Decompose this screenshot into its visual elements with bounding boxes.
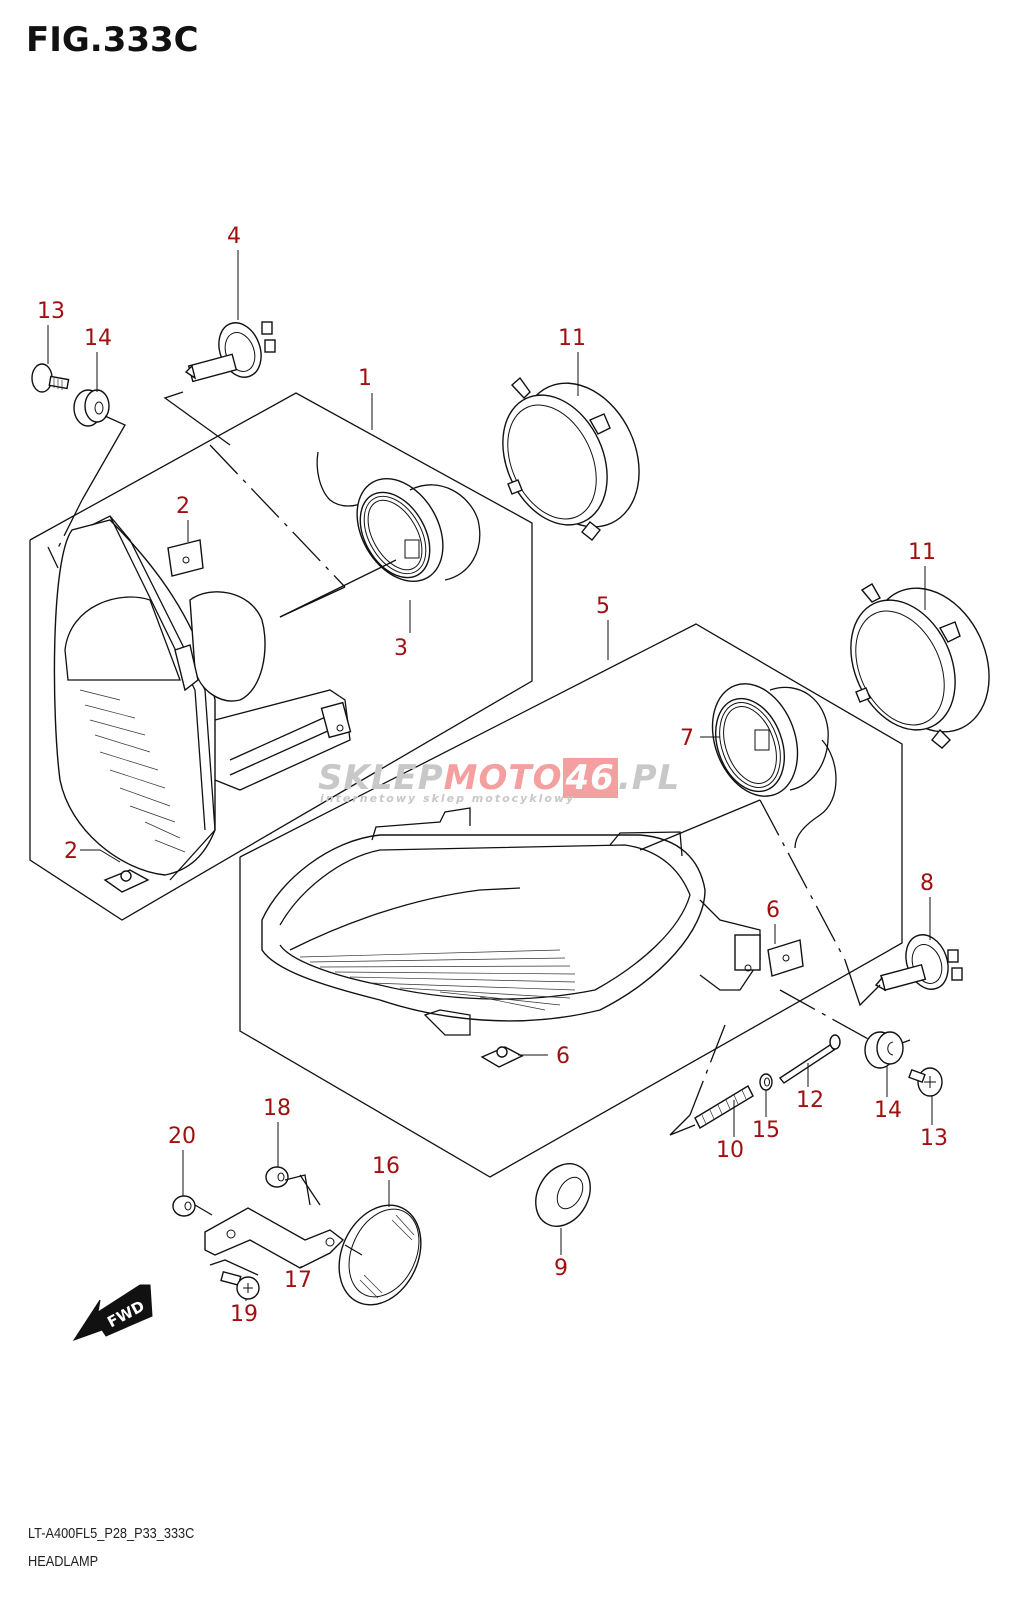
svg-text:20: 20 [168,1124,196,1149]
watermark: SKLEPMOTO46.PL internetowy sklep motocyk… [318,758,680,805]
seal-part-9 [535,1163,591,1227]
callout-7[interactable]: 7 [680,726,720,751]
figure-title: FIG.333C [26,20,199,60]
reflector-part-16 [338,1204,422,1306]
callout-6a[interactable]: 6 [766,898,780,944]
svg-text:15: 15 [752,1118,780,1143]
callout-12[interactable]: 12 [796,1063,824,1113]
clip-nut-part-2-lower [103,869,150,893]
svg-text:13: 13 [920,1126,948,1151]
callout-15[interactable]: 15 [752,1090,780,1143]
svg-text:2: 2 [176,494,190,519]
callout-2b[interactable]: 2 [64,839,121,864]
socket-part-7 [711,683,837,849]
svg-text:4: 4 [227,224,241,249]
svg-text:13: 13 [37,299,65,324]
watermark-part-2: MOTO [443,758,563,798]
callout-17[interactable]: 17 [284,1266,312,1293]
watermark-part-3: 46 [562,758,618,798]
grommet-part-14-top [73,389,110,427]
watermark-part-1: SKLEP [318,758,444,798]
nut-part-20 [172,1195,196,1217]
watermark-subtitle: internetowy sklep motocyklowy [320,792,576,805]
adjusting-screw-part-12 [778,1034,841,1084]
clip-nut-part-6-upper [767,939,804,977]
svg-text:11: 11 [558,326,586,351]
callout-13a[interactable]: 13 [37,299,65,364]
svg-text:14: 14 [874,1098,902,1123]
figure-name: HEADLAMP [28,1553,99,1570]
spring-part-10 [694,1085,754,1129]
svg-text:6: 6 [556,1044,570,1069]
svg-text:2: 2 [64,839,78,864]
svg-text:16: 16 [372,1154,400,1179]
svg-text:3: 3 [394,636,408,661]
bulb-part-4 [184,321,276,383]
watermark-part-4: .PL [617,758,681,798]
headlamp-right [261,807,761,1036]
svg-text:9: 9 [554,1256,568,1281]
svg-text:5: 5 [596,594,610,619]
nut-part-18 [265,1166,289,1188]
svg-text:12: 12 [796,1088,824,1113]
svg-text:8: 8 [920,871,934,896]
callout-5[interactable]: 5 [596,594,610,660]
bulb-part-8 [874,934,963,992]
callout-10[interactable]: 10 [716,1100,744,1163]
retaining-ring-part-11-upper [502,376,640,541]
callout-2a[interactable]: 2 [176,494,190,542]
grommet-part-14-bottom [864,1031,904,1069]
callout-19[interactable]: 19 [230,1299,258,1327]
callout-14b[interactable]: 14 [874,1066,902,1123]
assembly-frame-left [29,392,533,921]
callout-14a[interactable]: 14 [84,326,112,392]
callout-9[interactable]: 9 [554,1228,568,1281]
svg-text:11: 11 [908,540,936,565]
callout-3[interactable]: 3 [394,600,411,661]
svg-text:6: 6 [766,898,780,923]
callout-6b[interactable]: 6 [518,1044,570,1069]
callout-8[interactable]: 8 [920,871,934,940]
callout-16[interactable]: 16 [372,1154,400,1207]
callout-4[interactable]: 4 [227,224,241,320]
headlamp-left [53,515,352,881]
assembly-frame-right [239,623,903,1178]
assembly-leader-lines [47,391,911,1276]
clip-nut-part-6-lower [480,1046,524,1068]
svg-text:19: 19 [230,1302,258,1327]
screw-part-13-top [31,363,70,393]
clip-nut-part-2-upper [167,539,204,577]
callout-1[interactable]: 1 [358,366,373,430]
bracket-part-17 [204,1207,345,1269]
figure-code: LT-A400FL5_P28_P33_333C [28,1525,195,1542]
svg-text:1: 1 [358,366,372,391]
screw-part-19 [220,1270,260,1300]
callout-13b[interactable]: 13 [920,1096,948,1151]
callout-18[interactable]: 18 [263,1096,291,1167]
svg-text:7: 7 [680,726,694,751]
svg-text:14: 14 [84,326,112,351]
svg-text:17: 17 [284,1268,312,1293]
socket-part-3 [316,451,481,582]
arrow-down-left-icon [72,1284,153,1341]
callout-11b[interactable]: 11 [908,540,936,610]
svg-text:18: 18 [263,1096,291,1121]
svg-text:10: 10 [716,1138,744,1163]
washer-part-15 [759,1073,773,1091]
callout-11a[interactable]: 11 [558,326,586,396]
retaining-ring-part-11-right [850,583,990,749]
fwd-direction-badge: FWD [72,1284,153,1341]
callout-20[interactable]: 20 [168,1124,196,1196]
screw-part-13-bottom [908,1067,943,1097]
